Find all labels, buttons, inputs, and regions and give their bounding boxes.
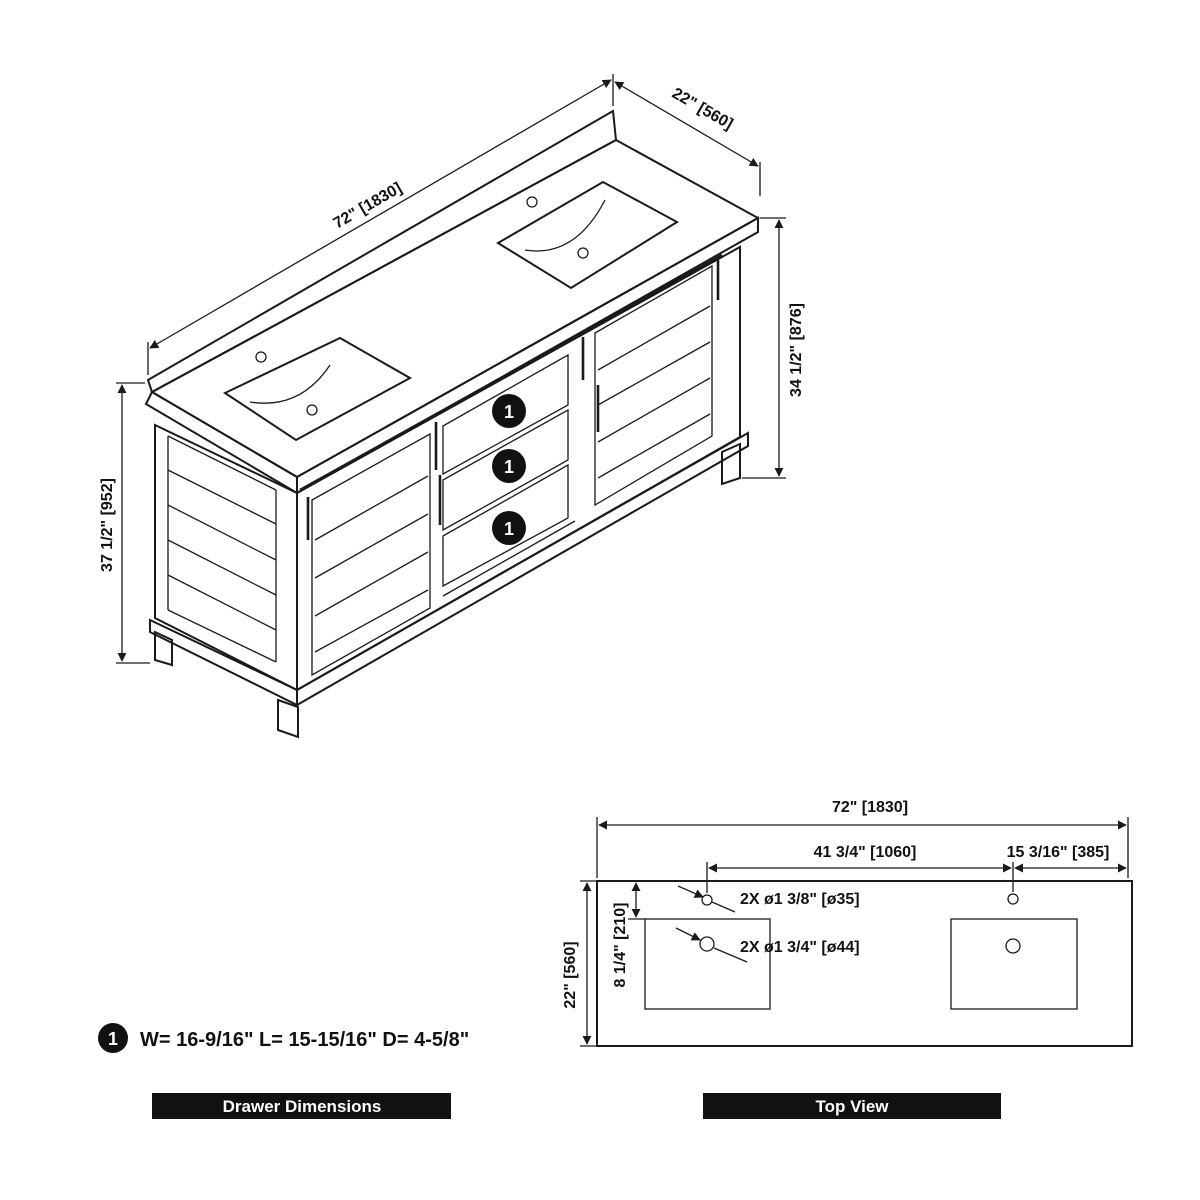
- top-depth-dimension: 22" [560]: [562, 880, 597, 1047]
- left-sink: [222, 336, 413, 442]
- legend-number: 1: [108, 1029, 118, 1049]
- top-view-label: Top View: [815, 1097, 889, 1116]
- right-sink: [496, 180, 679, 290]
- top-hole-spacing-label: 41 3/4" [1060]: [814, 844, 917, 861]
- legend-text: W= 16-9/16" L= 15-15/16" D= 4-5/8": [140, 1029, 469, 1051]
- drawer-dimensions-caption: Drawer Dimensions: [152, 1093, 451, 1119]
- isometric-vanity-drawing: 1 1 1 72" [1830] 22" [560] 37 1/2": [99, 74, 805, 739]
- iso-counter-height-dimension: 34 1/2" [876]: [742, 217, 805, 479]
- drawer-callout-2: 1: [492, 449, 526, 483]
- top-width-label: 72" [1830]: [832, 799, 908, 816]
- iso-height-dimension: 37 1/2" [952]: [99, 382, 150, 664]
- top-depth-label: 22" [560]: [562, 941, 579, 1008]
- iso-width-dimension: 72" [1830]: [147, 74, 614, 375]
- iso-height-label: 37 1/2" [952]: [99, 478, 116, 572]
- drawer-callout-3: 1: [492, 511, 526, 545]
- faucet-hole-leader: 2X ø1 3/8" [ø35]: [677, 885, 860, 913]
- iso-depth-label: 22" [560]: [669, 85, 736, 133]
- drawer-dimensions-label: Drawer Dimensions: [223, 1097, 382, 1116]
- cabinet-base: [149, 431, 749, 739]
- top-view-caption: Top View: [703, 1093, 1001, 1119]
- callout-number: 1: [504, 457, 514, 477]
- top-edge-offset-label: 15 3/16" [385]: [1007, 844, 1110, 861]
- drawer-dimension-legend: 1 W= 16-9/16" L= 15-15/16" D= 4-5/8": [98, 1023, 469, 1053]
- callout-number: 1: [504, 402, 514, 422]
- top-sink-offset-label: 8 1/4" [210]: [612, 903, 629, 988]
- drain-hole-label: 2X ø1 3/4" [ø44]: [740, 939, 860, 956]
- iso-counter-height-label: 34 1/2" [876]: [788, 303, 805, 397]
- top-width-dimension: 72" [1830]: [596, 799, 1129, 878]
- top-edge-offset-dimension: 15 3/16" [385]: [1007, 844, 1127, 873]
- top-view-drawing: 72" [1830] 41 3/4" [1060] 15 3/16" [385]…: [562, 799, 1133, 1047]
- callout-number: 1: [504, 519, 514, 539]
- drawer-callout-1: 1: [492, 394, 526, 428]
- faucet-hole-label: 2X ø1 3/8" [ø35]: [740, 891, 860, 908]
- top-sink-offset-dimension: 8 1/4" [210]: [612, 880, 645, 988]
- drain-hole-leader: 2X ø1 3/4" [ø44]: [675, 927, 860, 963]
- top-hole-spacing-dimension: 41 3/4" [1060]: [706, 844, 1014, 893]
